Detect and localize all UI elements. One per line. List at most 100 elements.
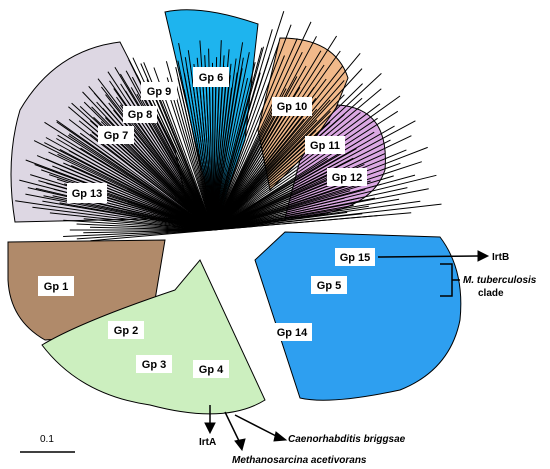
- label-gp10: Gp 10: [272, 97, 312, 116]
- branch-line: [212, 86, 217, 231]
- branch-line: [212, 187, 408, 231]
- branch-line: [212, 68, 363, 231]
- methanosarcina-label: Methanosarcina acetivorans: [232, 455, 367, 466]
- branch-line: [212, 21, 312, 231]
- branch-line: [212, 131, 375, 231]
- mtb-label: M. tuberculosis: [463, 275, 537, 286]
- label-gp3: Gp 3: [136, 355, 172, 373]
- label-gp15: Gp 15: [335, 248, 375, 266]
- branch-line: [212, 47, 263, 231]
- branch-line: [68, 106, 214, 231]
- label-gp2: Gp 2: [108, 321, 144, 339]
- branch-line: [212, 212, 412, 231]
- branch-line: [212, 65, 344, 231]
- svg-text:Gp 15: Gp 15: [340, 252, 371, 264]
- branch-line: [52, 165, 214, 231]
- branch-line: [36, 155, 214, 231]
- branch-line: [35, 187, 214, 231]
- branch-line: [212, 110, 399, 231]
- branch-line: [68, 133, 214, 231]
- branch-line: [136, 74, 214, 231]
- svg-text:Gp 12: Gp 12: [332, 172, 363, 184]
- branch-line: [63, 162, 214, 231]
- branch-line: [212, 63, 232, 231]
- branch-line: [212, 77, 249, 231]
- branch-line: [25, 193, 214, 231]
- branch-line: [42, 200, 214, 231]
- branch-line: [183, 73, 214, 231]
- branch-line: [199, 87, 214, 231]
- branch-line: [212, 120, 416, 231]
- branch-line: [59, 148, 214, 231]
- irta-label: IrtA: [199, 437, 216, 448]
- branch-line: [114, 67, 214, 231]
- branch-line: [212, 29, 273, 231]
- branch-line: [146, 79, 214, 231]
- branch-line: [212, 198, 400, 231]
- label-gp8: Gp 8: [123, 106, 157, 123]
- branch-line: [212, 24, 292, 231]
- branch-line: [97, 78, 214, 231]
- branch-line: [212, 139, 391, 231]
- branch-line: [44, 121, 214, 231]
- branch-line: [212, 135, 412, 231]
- branch-line: [212, 70, 221, 231]
- branch-line: [166, 77, 214, 231]
- branch-line: [212, 88, 382, 231]
- svg-text:Gp 4: Gp 4: [199, 364, 224, 376]
- branch-line: [212, 174, 437, 231]
- svg-text:Gp 9: Gp 9: [147, 86, 171, 98]
- branch-line: [212, 161, 422, 231]
- branch-line: [212, 11, 285, 231]
- branch-line: [212, 203, 442, 231]
- annotations: [20, 250, 490, 453]
- branch-line: [212, 38, 298, 231]
- branch-line: [30, 174, 214, 231]
- branch-line: [70, 147, 214, 231]
- branch-line: [212, 125, 395, 231]
- branch-line: [212, 117, 378, 231]
- branch-line: [212, 162, 401, 231]
- branch-line: [183, 89, 214, 231]
- branch-line: [193, 63, 214, 231]
- branch-line: [175, 66, 214, 231]
- branch-line: [33, 140, 214, 231]
- branch-line: [32, 206, 214, 231]
- svg-text:Gp 1: Gp 1: [44, 281, 68, 293]
- svg-text:Gp 2: Gp 2: [114, 325, 138, 337]
- branch-line: [125, 70, 214, 231]
- label-gp5: Gp 5: [311, 276, 347, 294]
- irtb-label: IrtB: [492, 252, 509, 263]
- region-gp5-14-15: [254, 231, 462, 401]
- branch-line: [212, 149, 407, 231]
- branch-line: [93, 92, 214, 231]
- label-gp14: Gp 14: [272, 323, 312, 341]
- branch-line: [56, 119, 214, 231]
- branch-line: [212, 72, 238, 231]
- caenorhabditis-label: Caenorhabditis briggsae: [288, 434, 406, 445]
- branch-line: [212, 65, 307, 231]
- branch-line: [79, 132, 214, 231]
- branch-line: [25, 159, 214, 231]
- svg-text:Gp 10: Gp 10: [277, 101, 308, 113]
- branch-line: [184, 57, 214, 231]
- branch-line: [63, 229, 214, 237]
- branch-line: [41, 169, 214, 231]
- branch-line: [212, 55, 285, 231]
- branch-line: [212, 50, 322, 231]
- branch-line: [212, 112, 361, 231]
- branch-line: [82, 91, 214, 231]
- scale-bar-label: 0.1: [40, 434, 54, 445]
- branch-line: [19, 179, 214, 231]
- branch-line: [212, 80, 345, 231]
- branch-line: [212, 83, 363, 231]
- branch-line: [15, 200, 214, 231]
- branch-line: [212, 94, 345, 231]
- branch-line: [212, 200, 421, 231]
- branch-line: [212, 50, 341, 231]
- branch-line: [212, 79, 227, 231]
- label-gp9: Gp 9: [141, 82, 177, 100]
- arrow-methanosarcina-icon: [234, 438, 246, 452]
- branch-line: [57, 134, 214, 231]
- branch-line: [48, 151, 214, 231]
